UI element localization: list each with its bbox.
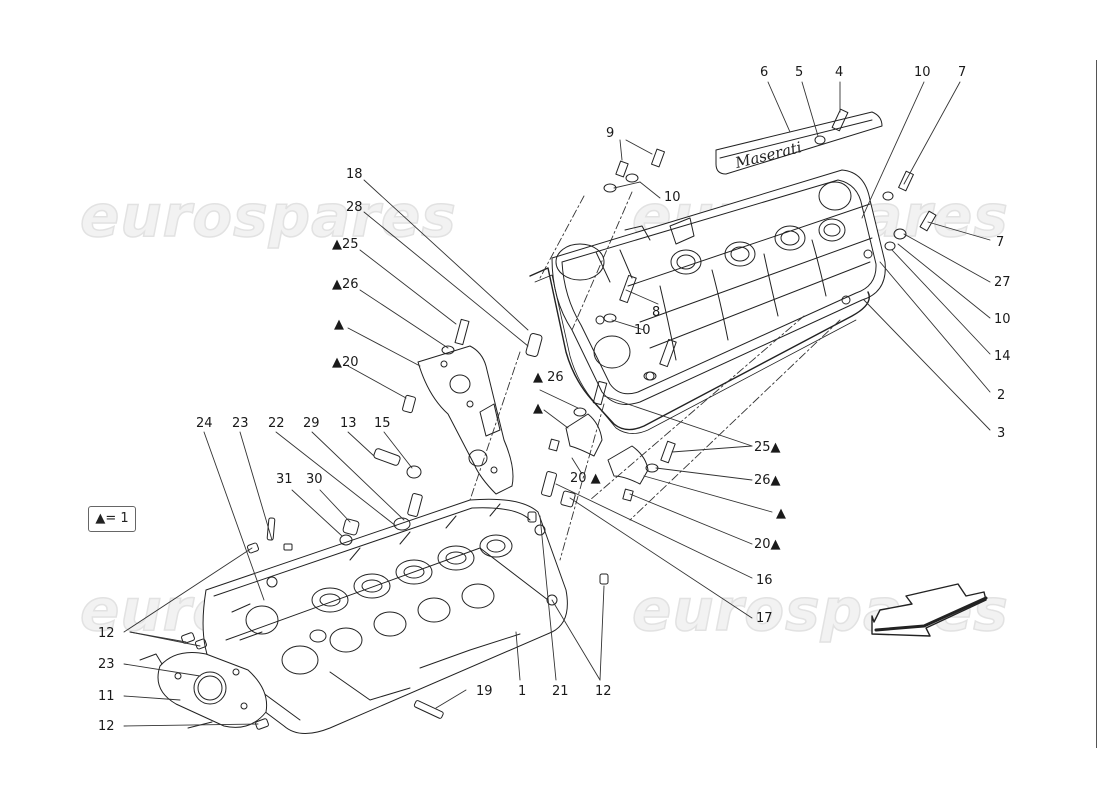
watermark-top-left: eurospares bbox=[79, 181, 457, 251]
callout-label: 5 bbox=[795, 65, 804, 80]
callout-label: 17 bbox=[756, 611, 773, 626]
callout-label: 24 bbox=[196, 416, 213, 431]
callout-label: ▲ 26 bbox=[533, 370, 564, 385]
callout-label: 27 bbox=[994, 275, 1011, 290]
head-small-fittings bbox=[339, 448, 423, 546]
callout-label: 20▲ bbox=[754, 537, 781, 552]
callout-label: 1 bbox=[518, 684, 527, 699]
callout-label: 7 bbox=[996, 235, 1005, 250]
cover-bolts bbox=[603, 108, 937, 381]
direction-arrow bbox=[871, 583, 987, 637]
callout-label: 13 bbox=[340, 416, 357, 431]
callout-label: 10 bbox=[634, 323, 651, 338]
callout-label: ▲ bbox=[334, 317, 344, 332]
callout-label: 12 bbox=[98, 719, 115, 734]
leader-lines bbox=[123, 81, 991, 727]
callout-label: 23 bbox=[232, 416, 249, 431]
cam-bearing-cap-small bbox=[541, 380, 676, 508]
callout-label: 28 bbox=[346, 200, 363, 215]
callout-label: 25▲ bbox=[754, 440, 781, 455]
callout-label: 8 bbox=[652, 305, 661, 320]
callout-label: ▲ bbox=[776, 506, 786, 521]
callout-label: 11 bbox=[98, 689, 115, 704]
callout-label: 12 bbox=[595, 684, 612, 699]
callout-label: 30 bbox=[306, 472, 323, 487]
callout-label: 20 ▲ bbox=[570, 471, 601, 486]
callout-label: 26▲ bbox=[754, 473, 781, 488]
callout-label: 15 bbox=[374, 416, 391, 431]
callout-label: 31 bbox=[276, 472, 293, 487]
bolt-25-upper bbox=[454, 318, 470, 346]
callout-label: 18 bbox=[346, 167, 363, 182]
callout-label: 10 bbox=[664, 190, 681, 205]
callout-label: 21 bbox=[552, 684, 569, 699]
callout-label: ▲26 bbox=[332, 277, 359, 292]
callout-label: 14 bbox=[994, 349, 1011, 364]
callout-label: 23 bbox=[98, 657, 115, 672]
plug-18 bbox=[525, 332, 543, 358]
dowel-pins bbox=[181, 511, 609, 730]
callout-label: 29 bbox=[303, 416, 320, 431]
callout-label: 4 bbox=[835, 65, 844, 80]
callout-label: 7 bbox=[958, 65, 967, 80]
cover-gasket bbox=[529, 267, 870, 431]
callout-label: ▲ bbox=[533, 401, 543, 416]
callout-label: 22 bbox=[268, 416, 285, 431]
callout-label: 3 bbox=[997, 426, 1006, 441]
cam-bearing-cap-large bbox=[417, 345, 514, 495]
valve-cover bbox=[551, 169, 886, 405]
callout-label: 10 bbox=[994, 312, 1011, 327]
callout-label: 6 bbox=[760, 65, 769, 80]
callout-label: 19 bbox=[476, 684, 493, 699]
legend-box: ▲= 1 bbox=[88, 506, 136, 532]
head-gasket bbox=[139, 652, 268, 729]
callout-label: 10 bbox=[914, 65, 931, 80]
callout-label: 12 bbox=[98, 626, 115, 641]
page-edge bbox=[1096, 60, 1097, 748]
callout-label: 9 bbox=[606, 126, 615, 141]
callout-label: 16 bbox=[756, 573, 773, 588]
callout-label: 2 bbox=[997, 388, 1006, 403]
callout-label: ▲25 bbox=[332, 237, 359, 252]
callout-label: ▲20 bbox=[332, 355, 359, 370]
